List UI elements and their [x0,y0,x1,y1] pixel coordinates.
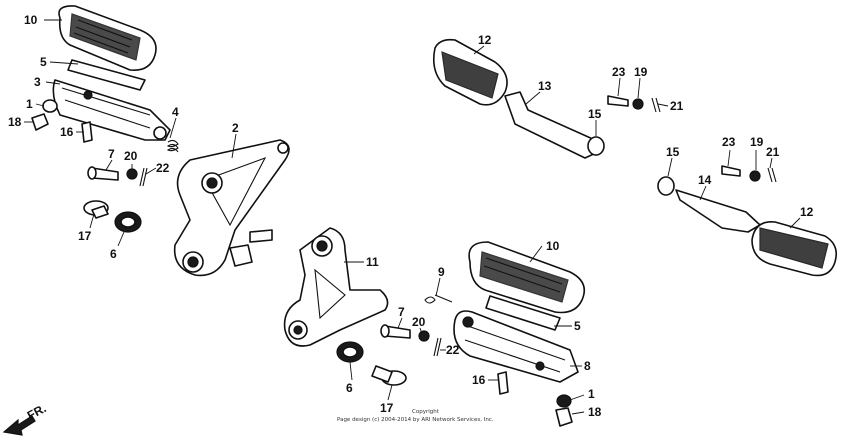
footpeg-plate-top-left [67,59,146,91]
callout-19-top: 19 [634,65,648,79]
bolt-18-right [555,407,573,427]
cotter-pin-22-left [139,167,148,187]
callout-1-right: 1 [588,387,595,401]
spring-9 [424,294,453,304]
callout-13: 13 [538,79,552,93]
washer-15-bottom [657,176,675,196]
callout-4: 4 [172,105,179,119]
footpeg-rubber-bottom-right [468,241,586,314]
callout-22-right: 22 [446,343,460,357]
bolt-16-left [81,121,93,143]
callout-19-bottom: 19 [750,135,764,149]
callout-labels: 10 5 3 1 18 16 4 2 7 20 22 17 6 11 9 7 2… [8,13,814,419]
bolt-18-left [31,113,49,131]
spring-4 [166,139,179,153]
callout-14: 14 [698,173,712,187]
callout-3: 3 [34,75,41,89]
callout-21-bottom: 21 [766,145,780,159]
copyright-line-1: Copyright [412,409,440,415]
footpeg-bracket-11 [283,227,389,347]
pivot-collar-17-right [371,365,407,386]
callout-20-right: 20 [412,315,426,329]
passenger-peg-arm-13 [504,91,599,159]
pin-23-top [607,95,629,107]
callout-18-left: 18 [8,115,22,129]
callout-15-top: 15 [588,107,602,121]
callout-23-top: 23 [612,65,626,79]
washer-19-top [632,98,644,110]
rubber-bush-right [556,394,572,408]
callout-17-left: 17 [78,229,92,243]
front-arrow-icon [2,415,36,436]
footpeg-rubber-top-left [58,5,157,72]
leader-lines [24,19,801,415]
copyright-line-2: Page design (c) 2004-2014 by ARI Network… [337,417,494,423]
footpeg-plate-bottom-right [485,295,561,331]
callout-17-right: 17 [380,401,394,415]
pin-head-right [380,324,390,338]
callout-11: 11 [366,255,379,269]
footpeg-bracket-2 [173,139,290,277]
callout-20-left: 20 [124,149,138,163]
passenger-peg-rubber-12-top [432,38,508,106]
callout-12-top: 12 [478,33,492,47]
callout-22-left: 22 [156,161,170,175]
passenger-peg-rubber-12-bottom [751,221,838,277]
callout-16-left: 16 [60,125,74,139]
washer-15-top [587,136,605,156]
pin-head-left [87,166,97,180]
callout-15-bottom: 15 [666,145,680,159]
callout-7-right: 7 [398,305,405,319]
callout-5-right: 5 [574,319,581,333]
rubber-damper-6-left [114,211,142,233]
clip-21-top [651,97,661,113]
pin-23-bottom [721,165,741,177]
clip-21-bottom [767,167,777,183]
rubber-bush-left [42,99,58,113]
washer-20-left [126,168,138,180]
callout-9: 9 [438,265,445,279]
callout-2: 2 [232,121,239,135]
callout-7-left: 7 [108,147,115,161]
callout-10-left: 10 [24,13,38,27]
callout-6-left: 6 [110,247,117,261]
callout-18-right: 18 [588,405,602,419]
cotter-pin-22-right [433,337,442,357]
callout-6-right: 6 [346,381,353,395]
bolt-16-right [497,371,509,395]
callout-23-bottom: 23 [722,135,736,149]
callout-16-right: 16 [472,373,486,387]
callout-10-right: 10 [546,239,560,253]
footpeg-8 [453,310,579,383]
callout-12-bottom: 12 [800,205,814,219]
pivot-collar-17-left [83,200,109,219]
footpeg-bracket-left [52,79,171,141]
washer-20-right [418,330,430,342]
callout-5-left: 5 [40,55,47,69]
passenger-peg-arm-14 [675,189,761,233]
callout-8: 8 [584,359,591,373]
rubber-damper-6-right [336,341,364,363]
callout-21-top: 21 [670,99,684,113]
washer-19-bottom [749,170,761,182]
callout-1-left: 1 [26,97,33,111]
front-direction-indicator: FR. [2,401,48,436]
